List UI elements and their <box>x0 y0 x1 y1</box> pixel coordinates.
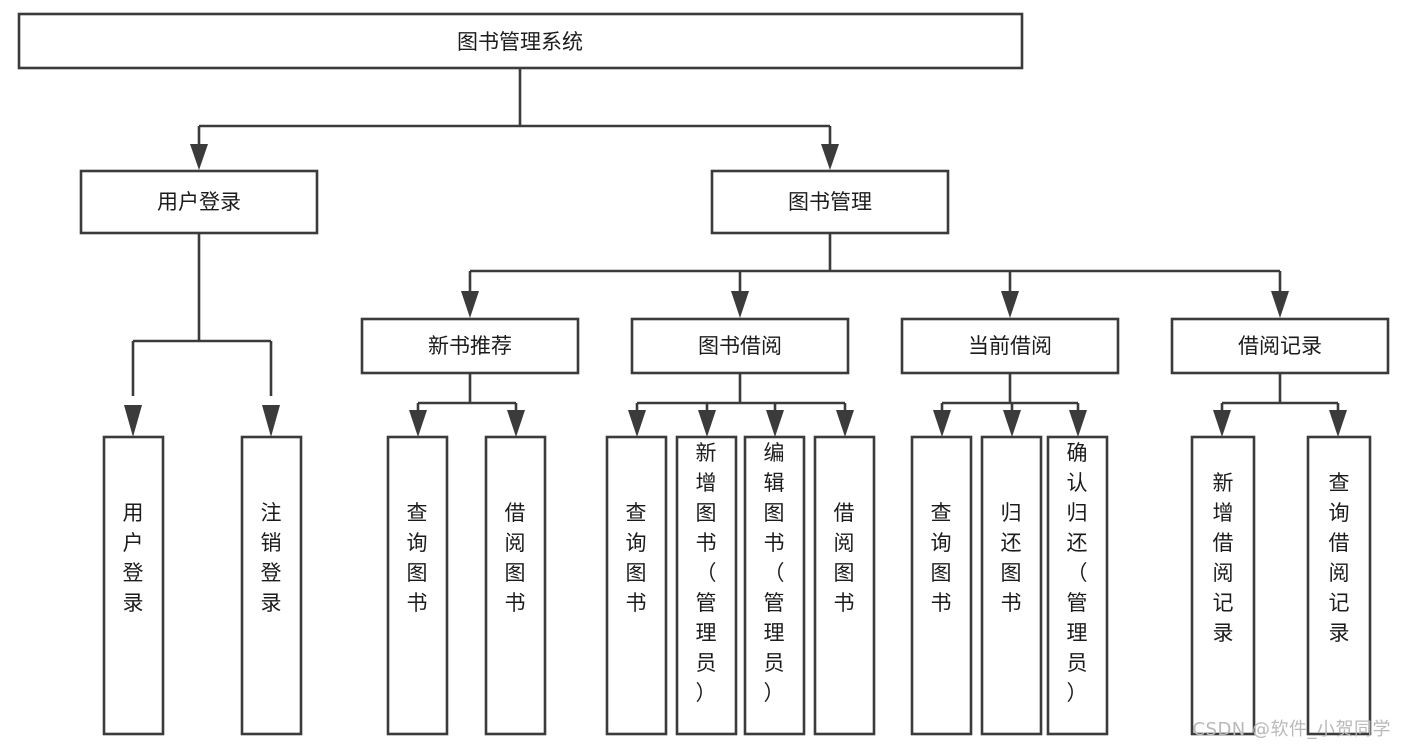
arrow-head-leaf-user-logout <box>262 405 280 437</box>
leaf-borrow-book-2[interactable]: 借阅图书 <box>813 435 876 736</box>
node-book-manage-box[interactable] <box>710 169 950 235</box>
leaf-query-book-3-label: 查询图书 <box>931 501 952 615</box>
arrow-head-book-manage <box>821 144 839 170</box>
leaf-query-record-box[interactable] <box>1306 435 1372 736</box>
leaf-confirm-return-box[interactable] <box>1046 435 1109 736</box>
connector-group-borrow-record <box>1213 373 1347 437</box>
leaf-query-record[interactable]: 查询借阅记录 <box>1306 435 1372 736</box>
leaf-user-logout-label: 注销登录 <box>261 501 282 615</box>
node-new-book-recommend-label: 新书推荐 <box>428 334 512 358</box>
leaf-query-book-2-label: 查询图书 <box>626 501 647 615</box>
leaf-edit-book-label: 编辑图书（管理员） <box>764 441 785 705</box>
leaf-add-book-label: 新增图书（管理员） <box>696 441 717 705</box>
node-user-login-label: 用户登录 <box>157 190 241 214</box>
leaf-edit-book-box[interactable] <box>743 435 806 736</box>
arrow-head-user-login <box>190 144 208 170</box>
arrow-head-leaf-confirm-return <box>1069 410 1087 437</box>
leaf-query-book-1-box[interactable] <box>386 435 449 736</box>
arrow-head-leaf-add-book <box>698 410 716 437</box>
leaf-add-record-label: 新增借阅记录 <box>1213 471 1234 645</box>
leaf-user-logout-box[interactable] <box>240 435 303 736</box>
leaf-return-book[interactable]: 归还图书 <box>980 435 1043 736</box>
node-book-manage-label: 图书管理 <box>788 190 872 214</box>
node-root[interactable]: 图书管理系统 <box>17 12 1024 70</box>
node-borrow-record-label: 借阅记录 <box>1238 334 1322 358</box>
leaf-confirm-return[interactable]: 确认归还（管理员） <box>1046 435 1109 736</box>
leaf-borrow-book-1-label: 借阅图书 <box>505 501 526 615</box>
connector-group-book-borrow <box>628 373 854 437</box>
arrow-head-current-borrow <box>1001 291 1019 318</box>
leaf-edit-book[interactable]: 编辑图书（管理员） <box>743 435 806 736</box>
connector-group-book-manage <box>461 233 1289 318</box>
arrow-head-leaf-user-login <box>124 405 142 437</box>
leaf-add-record[interactable]: 新增借阅记录 <box>1190 435 1256 736</box>
node-borrow-record[interactable]: 借阅记录 <box>1170 317 1390 375</box>
leaf-user-login[interactable]: 用户登录 <box>102 435 165 736</box>
arrow-head-leaf-borrow-book-1 <box>507 410 525 437</box>
leaf-query-book-1-label: 查询图书 <box>407 501 428 615</box>
leaf-query-book-2-box[interactable] <box>605 435 668 736</box>
connector-group-user-login <box>124 233 280 437</box>
leaf-query-book-3[interactable]: 查询图书 <box>910 435 973 736</box>
leaf-return-book-label: 归还图书 <box>1001 501 1022 615</box>
node-book-manage[interactable]: 图书管理 <box>710 169 950 235</box>
leaf-add-book[interactable]: 新增图书（管理员） <box>675 435 738 736</box>
arrow-head-leaf-edit-book <box>766 410 784 437</box>
leaf-return-book-box[interactable] <box>980 435 1043 736</box>
arrow-head-leaf-query-record <box>1329 410 1347 437</box>
arrow-head-leaf-query-book-1 <box>409 410 427 437</box>
node-current-borrow-box[interactable] <box>900 317 1120 375</box>
watermark-text: CSDN @软件_小贺同学 <box>1192 719 1391 740</box>
leaf-user-login-box[interactable] <box>102 435 165 736</box>
node-new-book-recommend[interactable]: 新书推荐 <box>360 317 580 375</box>
leaf-borrow-book-2-label: 借阅图书 <box>834 501 855 615</box>
node-root-label: 图书管理系统 <box>457 30 583 54</box>
leaf-query-book-3-box[interactable] <box>910 435 973 736</box>
node-book-borrow-label: 图书借阅 <box>698 334 782 358</box>
connector-group-root <box>190 68 839 170</box>
arrow-head-borrow-record <box>1271 291 1289 318</box>
leaf-add-book-box[interactable] <box>675 435 738 736</box>
node-user-login-box[interactable] <box>79 169 319 235</box>
arrow-head-leaf-add-record <box>1213 410 1231 437</box>
node-new-book-recommend-box[interactable] <box>360 317 580 375</box>
node-book-borrow[interactable]: 图书借阅 <box>630 317 850 375</box>
node-user-login[interactable]: 用户登录 <box>79 169 319 235</box>
leaf-add-record-box[interactable] <box>1190 435 1256 736</box>
arrow-head-book-borrow <box>731 291 749 318</box>
leaf-borrow-book-1[interactable]: 借阅图书 <box>484 435 547 736</box>
arrow-head-new-book-recommend <box>461 291 479 318</box>
node-root-box[interactable] <box>17 12 1024 70</box>
leaf-user-login-label: 用户登录 <box>123 501 144 615</box>
arrow-head-leaf-return-book <box>1003 410 1021 437</box>
node-current-borrow-label: 当前借阅 <box>968 334 1052 358</box>
leaf-user-logout[interactable]: 注销登录 <box>240 435 303 736</box>
node-current-borrow[interactable]: 当前借阅 <box>900 317 1120 375</box>
node-borrow-record-box[interactable] <box>1170 317 1390 375</box>
leaf-query-record-label: 查询借阅记录 <box>1329 471 1350 645</box>
leaf-query-book-2[interactable]: 查询图书 <box>605 435 668 736</box>
leaf-borrow-book-2-box[interactable] <box>813 435 876 736</box>
leaf-query-book-1[interactable]: 查询图书 <box>386 435 449 736</box>
arrow-head-leaf-query-book-3 <box>933 410 951 437</box>
node-book-borrow-box[interactable] <box>630 317 850 375</box>
leaf-borrow-book-1-box[interactable] <box>484 435 547 736</box>
arrow-head-leaf-borrow-book-2 <box>836 410 854 437</box>
leaf-confirm-return-label: 确认归还（管理员） <box>1067 441 1088 705</box>
arrow-head-leaf-query-book-2 <box>628 410 646 437</box>
connector-group-current-borrow <box>933 373 1087 437</box>
connector-group-new-book-recommend <box>409 373 525 437</box>
